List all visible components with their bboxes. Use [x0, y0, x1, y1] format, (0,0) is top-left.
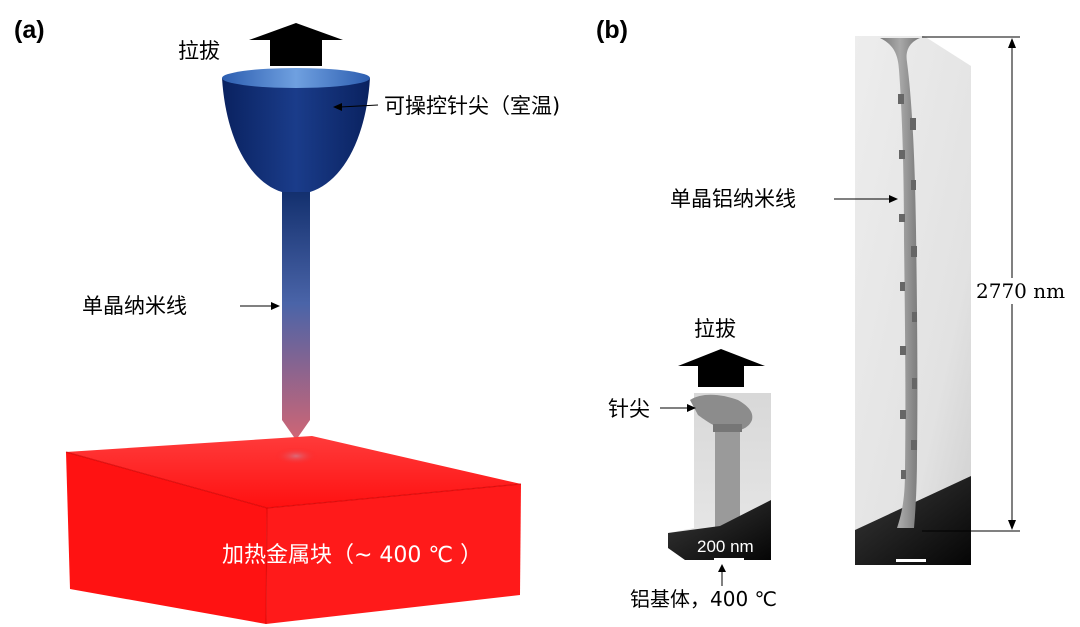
- pull-label-a: 拉拔: [178, 39, 220, 63]
- wire-label-b: 单晶铝纳米线: [670, 187, 796, 211]
- pull-arrow-b: [678, 349, 765, 387]
- substrate-label: 铝基体，400 ℃: [630, 587, 777, 611]
- block-label: 加热金属块（~ 400 ℃ ）: [222, 543, 482, 568]
- substrate-annotation-arrow: [718, 564, 726, 586]
- tip-annotation-arrow: [333, 103, 379, 111]
- wire-annotation-arrow-b: [834, 195, 898, 203]
- scale-label: 200 nm: [697, 537, 754, 556]
- tem-image-large: [855, 36, 971, 565]
- nanowire-a: [282, 192, 310, 440]
- scale-bar-small: [714, 558, 744, 561]
- pull-label-b: 拉拔: [694, 317, 736, 341]
- tip-annotation-arrow-b: [660, 404, 696, 412]
- tip-label-a: 可操控针尖（室温): [384, 94, 560, 118]
- length-label: 2770 nm: [976, 279, 1065, 303]
- panel-a-label: (a): [14, 16, 45, 44]
- panel-b-label: (b): [596, 16, 628, 44]
- scale-bar-large: [896, 559, 926, 562]
- tem-image-small: [668, 393, 771, 561]
- length-dimension: [922, 36, 1054, 532]
- heated-metal-block: [65, 436, 522, 625]
- pull-arrow-a: [249, 23, 343, 66]
- controllable-tip: [222, 68, 370, 192]
- wire-annotation-arrow-a: [240, 302, 280, 310]
- wire-label-a: 单晶纳米线: [82, 294, 187, 318]
- tip-label-b: 针尖: [608, 397, 650, 421]
